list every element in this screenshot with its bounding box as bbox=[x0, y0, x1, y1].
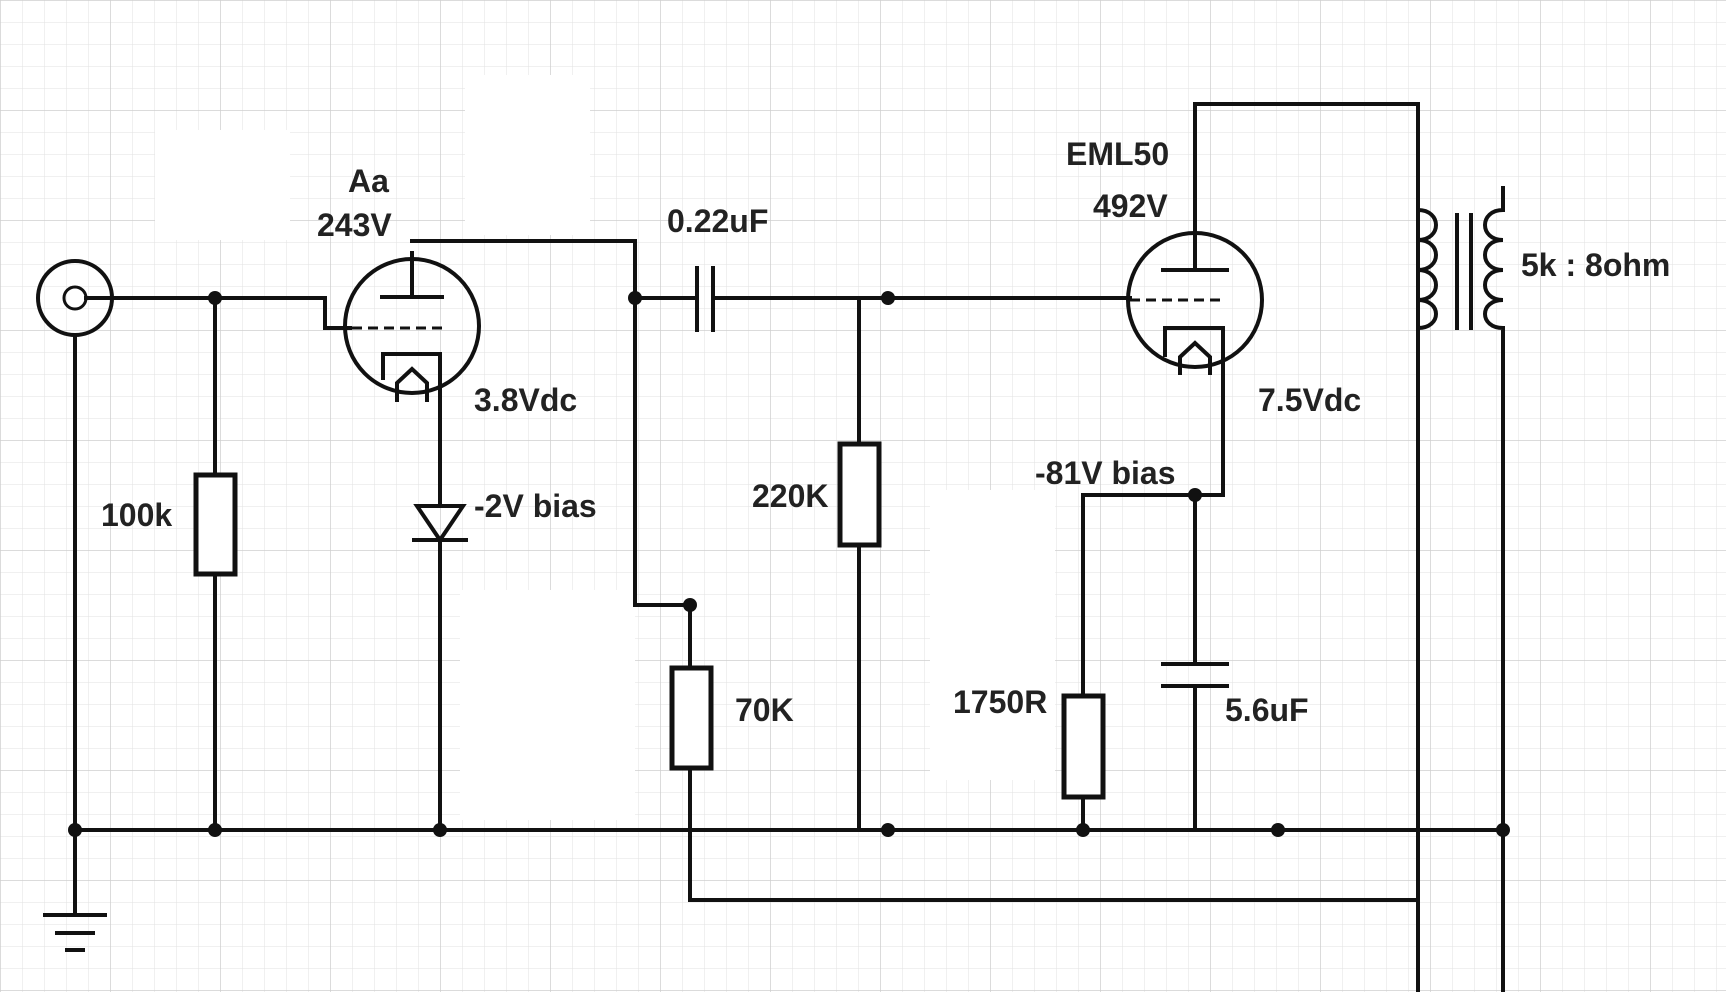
tube2-voltage-label: 492V bbox=[1093, 188, 1168, 224]
label-backing bbox=[460, 590, 635, 820]
capacitor-5-6uf-label: 5.6uF bbox=[1225, 692, 1309, 728]
tube2-bias-label: -81V bias bbox=[1035, 455, 1176, 491]
label-backing bbox=[155, 130, 290, 240]
tube1-name-label: Aa bbox=[348, 163, 389, 199]
resistor-100k bbox=[193, 472, 238, 577]
coupling-cap-label: 0.22uF bbox=[667, 203, 768, 239]
tube2-eml50 bbox=[1126, 102, 1420, 992]
junction-dots bbox=[68, 291, 1510, 837]
resistor-70k-label: 70K bbox=[735, 692, 794, 728]
diode-bias bbox=[412, 398, 468, 832]
resistor-220k bbox=[837, 296, 882, 832]
tube1-aa bbox=[343, 239, 692, 607]
resistor-220k-label: 220K bbox=[752, 478, 829, 514]
input-wiring bbox=[73, 296, 352, 917]
tube1-voltage-label: 243V bbox=[317, 207, 392, 243]
tube2-name-label: EML50 bbox=[1066, 136, 1169, 172]
transformer-label: 5k : 8ohm bbox=[1521, 247, 1670, 283]
label-backing bbox=[930, 490, 1055, 780]
tube1-cathode-label: 3.8Vdc bbox=[474, 382, 577, 418]
resistor-100k-label: 100k bbox=[101, 497, 172, 533]
resistor-70k bbox=[669, 603, 1420, 902]
capacitor-0-22uf bbox=[633, 266, 1132, 332]
output-transformer bbox=[1415, 186, 1505, 992]
tube2-cathode-label: 7.5Vdc bbox=[1258, 382, 1361, 418]
label-backing bbox=[465, 75, 590, 235]
resistor-1750r-label: 1750R bbox=[953, 684, 1047, 720]
ground-symbol bbox=[43, 913, 107, 952]
diode-bias-label: -2V bias bbox=[474, 488, 597, 524]
cathode-network bbox=[1061, 493, 1229, 832]
